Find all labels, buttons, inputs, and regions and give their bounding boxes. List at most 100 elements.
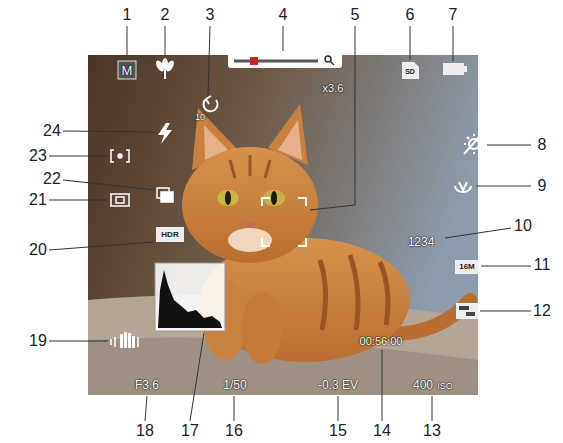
- shots-remaining: 1234: [408, 236, 435, 248]
- callout-number: 18: [136, 423, 154, 439]
- flash-off-icon: [464, 136, 480, 154]
- callout-number: 6: [406, 7, 415, 23]
- metering-icon: [111, 194, 129, 206]
- zoom-bar: [228, 53, 342, 68]
- leader-lines: [338, 396, 339, 421]
- callout-number: 23: [29, 148, 47, 164]
- focus-frame: [262, 198, 306, 246]
- callout-number: 11: [534, 257, 551, 273]
- histogram: [155, 263, 225, 331]
- stabilizer-icon: [459, 182, 467, 190]
- video-quality-icon: [466, 312, 475, 316]
- image-size-icon: [455, 260, 479, 274]
- callout-number: 14: [373, 423, 391, 439]
- leader-lines: [445, 228, 511, 238]
- leader-lines: [49, 242, 154, 250]
- callout-number: 8: [538, 137, 547, 153]
- callout-number: 3: [206, 7, 215, 23]
- metering-icon: [116, 197, 124, 203]
- macro-icon: [162, 58, 168, 70]
- mode-box: [118, 61, 136, 79]
- cat: [271, 191, 277, 205]
- leader-lines: [49, 26, 531, 421]
- callout-number: 17: [181, 423, 199, 439]
- leader-lines: [410, 26, 411, 60]
- flash-icon: [158, 123, 172, 144]
- zoom-bar: [250, 57, 258, 65]
- leader-lines: [283, 26, 284, 51]
- leader-lines: [432, 396, 433, 421]
- image-size-icon: [455, 260, 479, 274]
- leader-lines: [63, 180, 155, 190]
- leader-lines: [49, 156, 109, 157]
- macro-icon: [154, 58, 175, 79]
- leader-lines: [487, 145, 531, 146]
- video-quality-icon: [456, 303, 478, 319]
- cat: [217, 190, 239, 206]
- self-timer-icon: [204, 99, 218, 111]
- callout-number: 10: [514, 218, 532, 234]
- video-quality-icon: [459, 306, 469, 310]
- leader-lines: [234, 396, 235, 421]
- recording-time: 00:56:00: [360, 336, 403, 347]
- metering-icon: [111, 194, 129, 206]
- zoom-bar: [330, 61, 334, 65]
- leader-lines: [453, 26, 454, 61]
- flash-off-icon: [464, 134, 484, 154]
- battery-icon: [443, 63, 467, 75]
- callout-number: 13: [423, 423, 441, 439]
- shake-icon: [111, 332, 138, 348]
- sd-card-icon: [402, 62, 419, 79]
- macro-icon: [164, 70, 166, 79]
- flash-icon: [158, 123, 172, 144]
- shake-icon: [124, 332, 127, 348]
- shake-icon: [120, 334, 123, 348]
- zoom-bar: [234, 60, 318, 63]
- self-timer-icon: [206, 96, 211, 104]
- battery-icon: [443, 63, 464, 75]
- stabilizer-icon: [455, 182, 471, 192]
- ae-lock-icon: [111, 150, 129, 162]
- leader-lines: [190, 333, 204, 421]
- callout-number: 9: [538, 178, 547, 194]
- cat: [230, 155, 270, 178]
- callout-number: 1: [123, 7, 132, 23]
- callout-number: 5: [351, 7, 360, 23]
- leader-lines: [208, 26, 210, 96]
- leader-lines: [127, 26, 128, 58]
- photo: [88, 55, 478, 395]
- callout-number: 15: [329, 423, 347, 439]
- callout-number: 21: [29, 192, 47, 208]
- video-quality-icon: [456, 303, 478, 319]
- iso-value: 400: [413, 379, 433, 391]
- continuous-shot-icon: [161, 192, 173, 202]
- cat: [225, 191, 231, 205]
- zoom-ratio: x3.6: [323, 83, 344, 94]
- shake-icon: [111, 337, 138, 347]
- callout-number: 24: [43, 123, 61, 139]
- callout-number: 12: [533, 303, 551, 319]
- leader-lines: [476, 186, 531, 187]
- mode-box: [118, 61, 136, 79]
- battery-icon: [464, 66, 467, 72]
- self-timer-icon: [204, 96, 218, 111]
- photo: [88, 55, 478, 395]
- hdr-icon: [156, 227, 184, 242]
- aperture-value: F3.6: [135, 379, 159, 391]
- flash-off-icon: [464, 134, 484, 154]
- shake-icon: [128, 333, 131, 348]
- callout-number: 4: [279, 7, 288, 23]
- zoom-bar: [228, 53, 342, 68]
- cat: [242, 292, 282, 364]
- callout-number: 7: [449, 7, 458, 23]
- callout-number: 2: [161, 7, 170, 23]
- hdr-text: HDR: [161, 231, 178, 239]
- leader-lines: [310, 26, 355, 210]
- focus-frame: [262, 198, 306, 246]
- self-timer-value: 10: [195, 113, 205, 122]
- leader-lines: [49, 341, 108, 342]
- shutter-speed: 1/50: [223, 379, 246, 391]
- callout-number: 19: [29, 333, 47, 349]
- hdr-icon: [156, 227, 184, 242]
